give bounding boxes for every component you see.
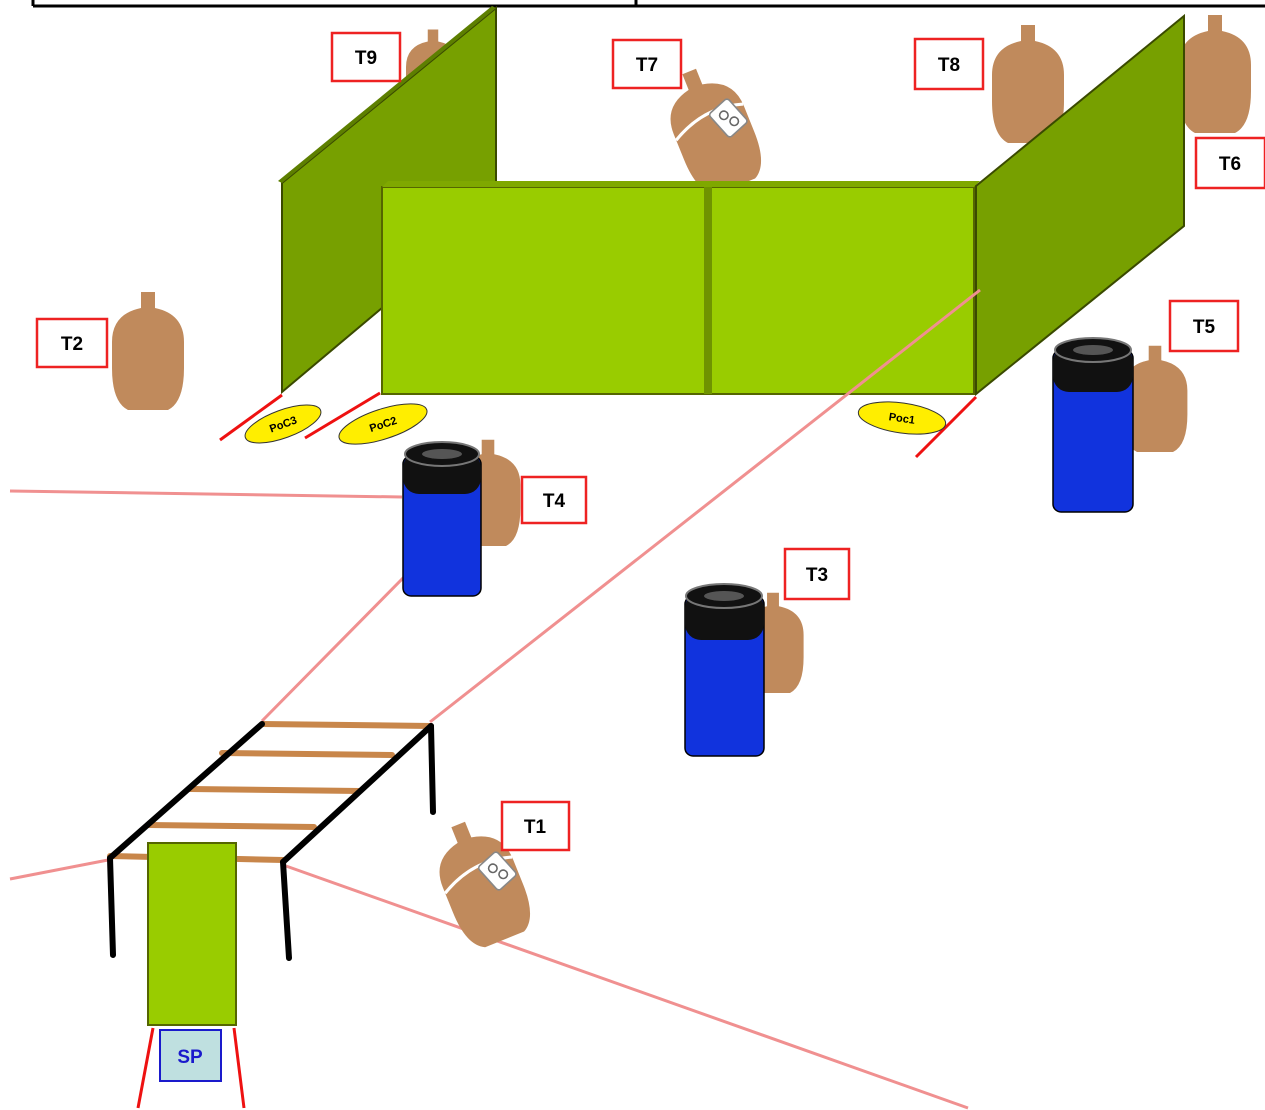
poc1-label: Poc1: [888, 411, 916, 427]
target-t6: [1179, 15, 1251, 133]
label-t6-text: T6: [1219, 154, 1241, 175]
top-frame: [31, 0, 1265, 8]
barrel-t4: [402, 441, 482, 597]
label-t5-text: T5: [1193, 317, 1216, 338]
start-platform: [147, 842, 237, 1026]
label-t5: T5: [1168, 299, 1240, 353]
label-t9: T9: [330, 31, 402, 83]
target-t2: [112, 292, 184, 410]
label-t2-text: T2: [61, 334, 83, 355]
label-t1-text: T1: [524, 817, 547, 838]
label-t7-text: T7: [636, 55, 658, 76]
start-position-label: SP: [177, 1047, 203, 1068]
poc1-marker: Poc1: [857, 401, 947, 435]
barrel-t5: [1052, 337, 1134, 513]
sight-lines: [9, 288, 981, 1110]
label-t7: T7: [611, 38, 683, 90]
label-t3: T3: [783, 547, 851, 601]
label-t2: T2: [35, 317, 109, 369]
label-t6: T6: [1194, 136, 1265, 190]
label-t4-text: T4: [543, 491, 566, 512]
fault-lines: [136, 391, 978, 1109]
label-t1: T1: [500, 800, 571, 852]
right-wall: [975, 13, 1185, 397]
barrel-t3: [684, 583, 765, 757]
label-t8-text: T8: [938, 55, 960, 76]
start-position-box: SP: [159, 1029, 222, 1082]
label-t8: T8: [913, 37, 985, 91]
poc2-marker: PoC2: [338, 403, 428, 445]
label-t4: T4: [520, 475, 588, 525]
center-wall: [381, 181, 980, 395]
poc3-marker: PoC3: [244, 404, 322, 444]
label-t9-text: T9: [355, 48, 377, 69]
label-t3-text: T3: [806, 565, 828, 586]
